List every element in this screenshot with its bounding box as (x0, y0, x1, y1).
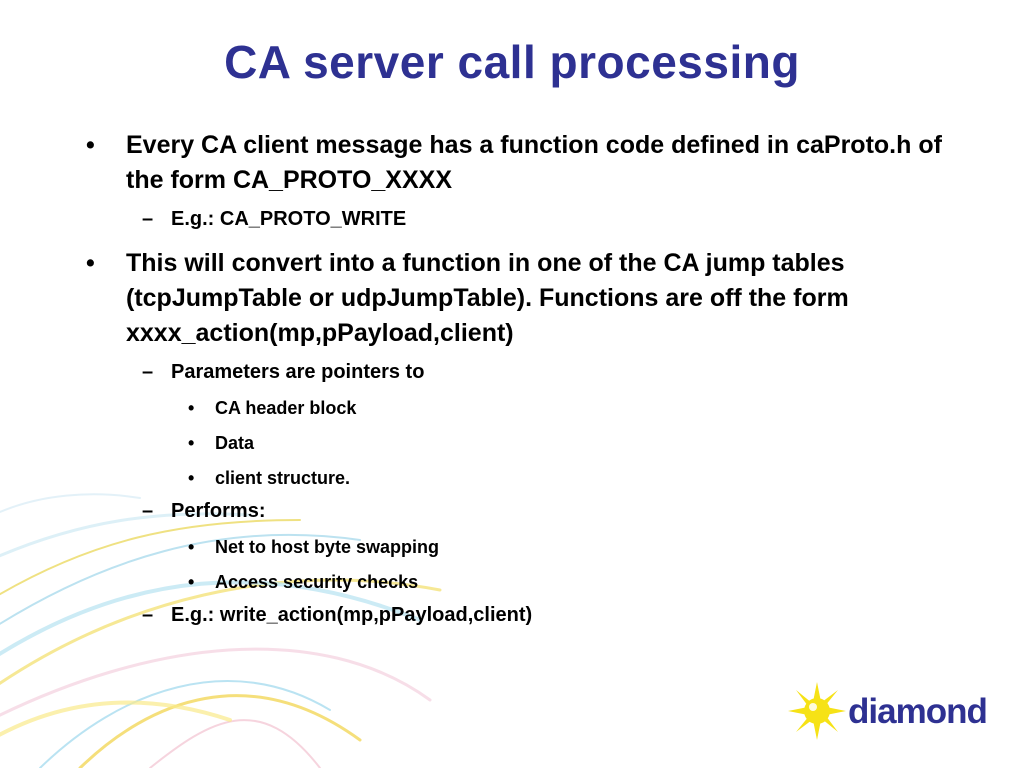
bullet-item: • This will convert into a function in o… (84, 246, 964, 351)
diamond-logo: diamond (786, 680, 988, 750)
bullet-text: Every CA client message has a function c… (126, 131, 942, 194)
bullet-marker: • (188, 537, 195, 557)
sub-bullet-item: – Parameters are pointers to (84, 359, 964, 385)
sub-sub-bullet-item: • Access security checks (84, 570, 964, 594)
sub-sub-bullet-text: client structure. (215, 468, 351, 488)
sub-sub-bullet-text: Net to host byte swapping (215, 537, 440, 557)
sub-bullet-text: E.g.: write_action(mp,pPayload,client) (171, 604, 533, 626)
slide-title: CA server call processing (224, 36, 800, 88)
dash-marker: – (142, 604, 154, 626)
dash-marker: – (142, 500, 154, 522)
sub-bullet-item: – E.g.: CA_PROTO_WRITE (84, 206, 964, 232)
bullet-item: • Every CA client message has a function… (84, 128, 964, 198)
sub-bullet-text: Performs: (171, 500, 266, 522)
bullet-list: • Every CA client message has a function… (84, 128, 964, 628)
sub-bullet-item: – Performs: (84, 498, 964, 524)
sub-sub-bullet-text: Data (215, 433, 255, 453)
sub-sub-bullet-text: CA header block (215, 398, 357, 418)
bullet-marker: • (188, 468, 195, 488)
dash-marker: – (142, 208, 154, 230)
bullet-marker: • (188, 433, 195, 453)
sub-sub-bullet-item: • client structure. (84, 466, 964, 490)
sub-sub-bullet-item: • Data (84, 431, 964, 455)
sub-bullet-text: E.g.: CA_PROTO_WRITE (171, 208, 407, 230)
sub-sub-bullet-text: Access security checks (215, 572, 419, 592)
bullet-marker: • (188, 572, 195, 592)
bullet-marker: • (86, 131, 95, 159)
sub-sub-bullet-item: • CA header block (84, 396, 964, 420)
bullet-marker: • (86, 249, 95, 277)
sub-bullet-text: Parameters are pointers to (171, 361, 425, 383)
dash-marker: – (142, 361, 154, 383)
logo-wordmark: diamond (848, 692, 988, 731)
sub-bullet-item: – E.g.: write_action(mp,pPayload,client) (84, 602, 964, 628)
sun-burst-icon (788, 682, 846, 740)
bullet-text: This will convert into a function in one… (126, 249, 849, 347)
bullet-marker: • (188, 398, 195, 418)
sub-sub-bullet-item: • Net to host byte swapping (84, 535, 964, 559)
